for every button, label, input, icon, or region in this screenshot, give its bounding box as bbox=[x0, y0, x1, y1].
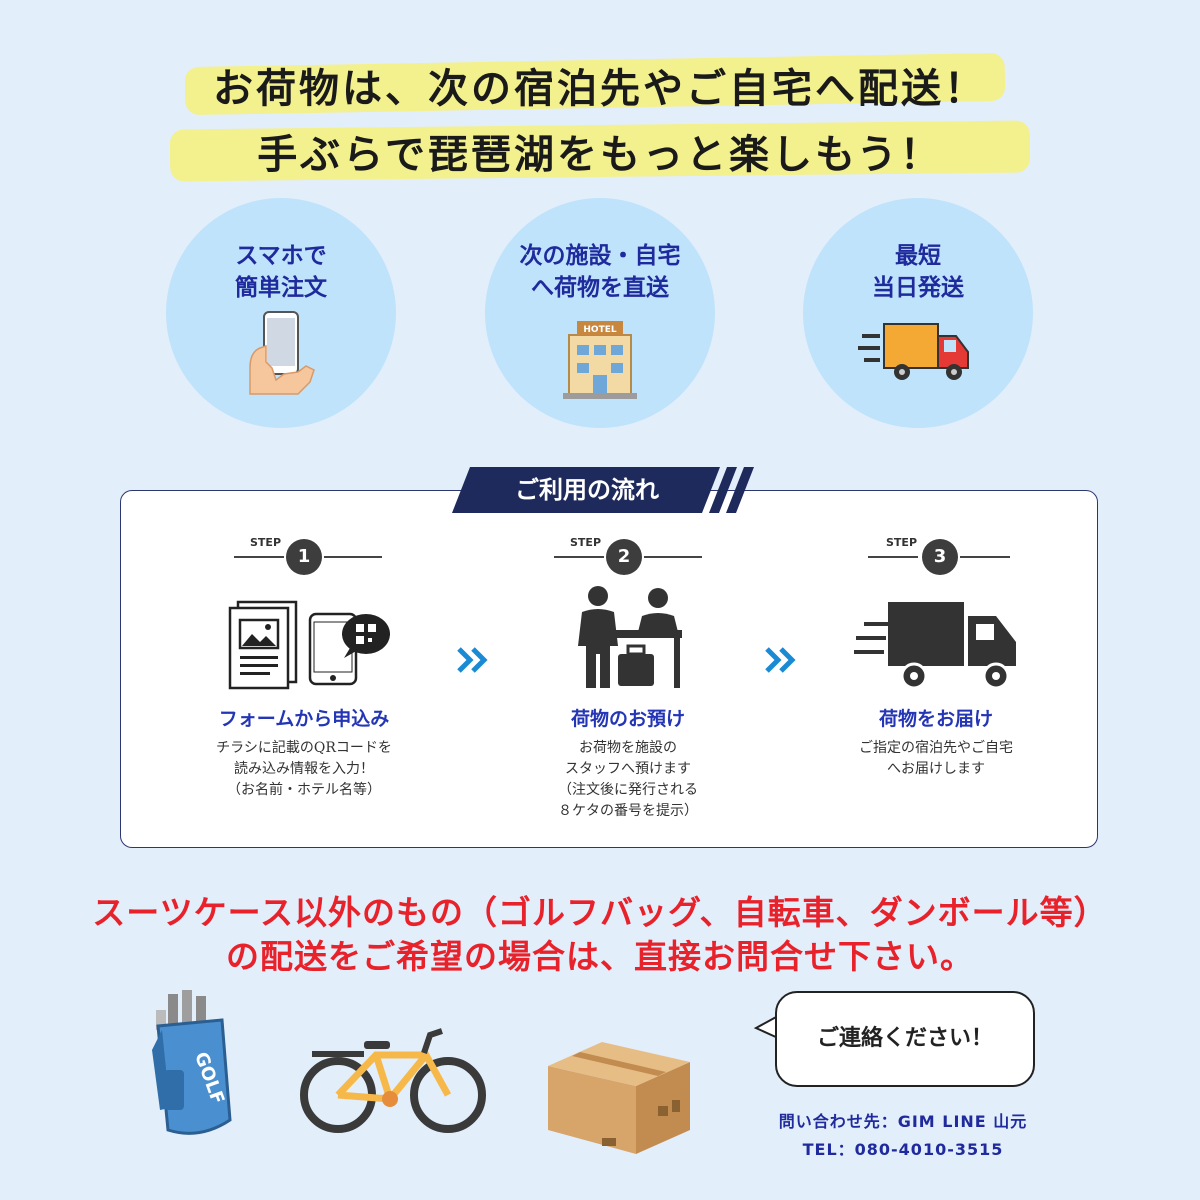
step-number: 2 bbox=[606, 539, 642, 575]
hotel-icon: HOTEL bbox=[563, 321, 637, 399]
step-2-title: 荷物のお預け bbox=[570, 708, 685, 730]
delivery-truck-icon bbox=[858, 323, 969, 380]
step-3-header: STEP 3 bbox=[868, 536, 1018, 576]
flow-title: ご利用の流れ bbox=[515, 476, 659, 504]
truck-icon bbox=[854, 602, 1016, 690]
headline-line-1: お荷物は、次の宿泊先やご自宅へ配送！ bbox=[213, 66, 987, 112]
reception-icon bbox=[578, 586, 682, 688]
cardboard-box-icon bbox=[548, 1042, 690, 1154]
step-3-title: 荷物をお届け bbox=[878, 708, 993, 730]
notice-line-2: の配送をご希望の場合は、直接お問合せ下さい。 bbox=[226, 937, 974, 976]
chevron-right-icon bbox=[457, 647, 488, 673]
form-qr-icon bbox=[228, 600, 390, 690]
feature-label: 最短 当日発送 bbox=[872, 243, 964, 301]
smartphone-hand-icon bbox=[249, 311, 315, 395]
step-2-header: STEP 2 bbox=[554, 536, 704, 576]
feature-smartphone: スマホで 簡単注文 bbox=[166, 198, 396, 428]
feature-same-day: 最短 当日発送 bbox=[803, 198, 1033, 428]
notice-line-1: スーツケース以外のもの（ゴルフバッグ、自転車、ダンボール等） bbox=[92, 893, 1108, 932]
chevron-right-icon bbox=[765, 647, 796, 673]
step-3-description: ご指定の宿泊先やご自宅 へお届けします bbox=[859, 740, 1013, 777]
step-number: 3 bbox=[922, 539, 958, 575]
feature-label: スマホで 簡単注文 bbox=[235, 243, 327, 301]
golf-bag-icon: GOLF bbox=[152, 990, 232, 1135]
step-2-description: お荷物を施設の スタッフへ預けます （注文後に発行される ８ケタの番号を提示） bbox=[558, 740, 698, 819]
contact-tel[interactable]: TEL：080-4010-3515 bbox=[802, 1140, 1004, 1159]
step-label: STEP bbox=[570, 536, 602, 549]
headline-line-2: 手ぶらで琵琶湖をもっと楽しもう！ bbox=[257, 132, 943, 178]
feature-hotel: 次の施設・自宅 へ荷物を直送 HOTEL bbox=[485, 198, 715, 428]
contact-inquiry: 問い合わせ先：GIM LINE 山元 bbox=[778, 1112, 1028, 1131]
bicycle-icon bbox=[300, 1028, 486, 1133]
step-1-description: チラシに記載のQRコードを 読み込み情報を入力！ （お名前・ホテル名等） bbox=[216, 740, 392, 798]
contact-bubble: ご連絡ください！ bbox=[775, 991, 1035, 1087]
svg-text:HOTEL: HOTEL bbox=[583, 325, 616, 335]
step-label: STEP bbox=[886, 536, 918, 549]
feature-label: 次の施設・自宅 へ荷物を直送 bbox=[519, 243, 681, 301]
step-1-title: フォームから申込み bbox=[218, 708, 390, 730]
step-number: 1 bbox=[286, 539, 322, 575]
step-label: STEP bbox=[250, 536, 282, 549]
step-1-header: STEP 1 bbox=[234, 536, 384, 576]
flow-title-tag bbox=[452, 467, 754, 513]
